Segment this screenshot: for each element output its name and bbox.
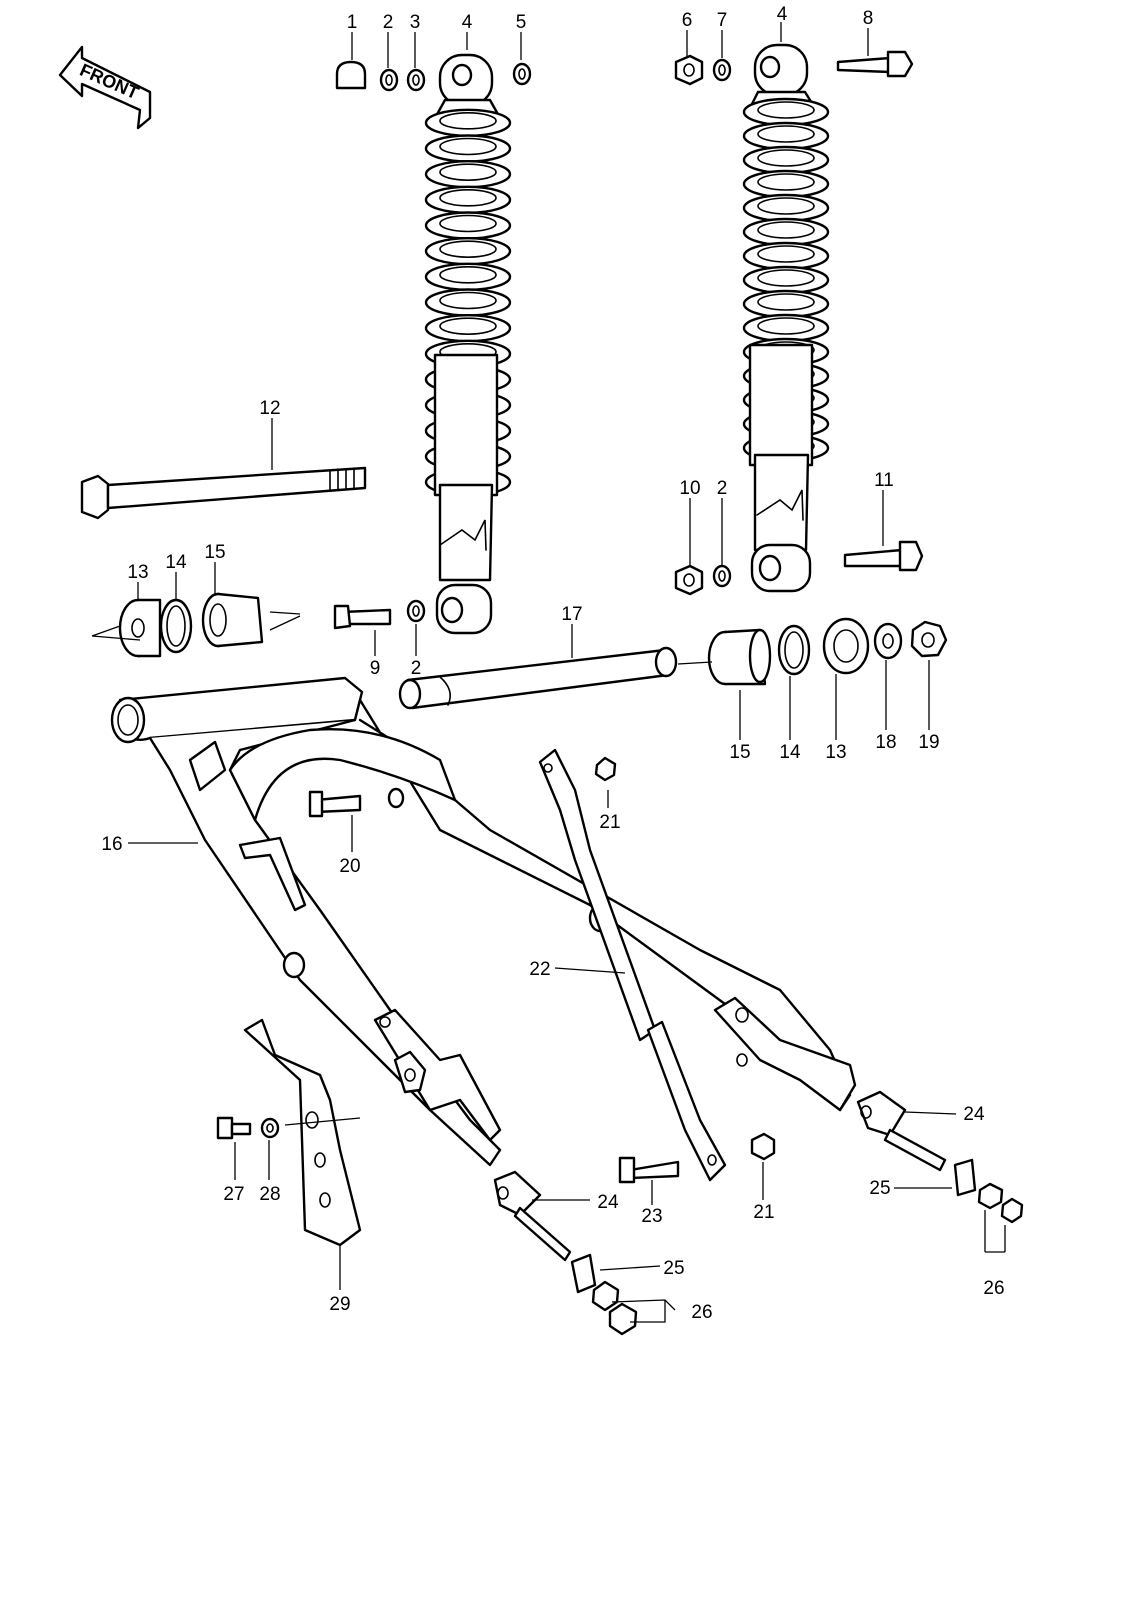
callout-5: 5 (516, 12, 527, 33)
spring-coil-inner (757, 317, 815, 335)
spring-coil-inner (757, 149, 815, 167)
spring-coil-inner (757, 125, 815, 143)
spring-coil (424, 185, 512, 215)
chain-guide (216, 1018, 362, 1247)
callout-26: 26 (983, 1278, 1004, 1299)
callout-9: 9 (370, 658, 381, 679)
spring-coil-inner (439, 137, 497, 156)
left-shock-absorber (424, 53, 512, 635)
spring-coil (742, 241, 830, 271)
callout-3: 3 (410, 12, 421, 33)
callout-21: 21 (599, 812, 620, 833)
callout-8: 8 (863, 8, 874, 29)
callout-28: 28 (259, 1184, 280, 1205)
spring-coil-inner (439, 163, 497, 181)
spring-coil-inner (439, 240, 497, 258)
callout-25: 25 (663, 1258, 684, 1279)
callout-26: 26 (691, 1302, 712, 1323)
right-pivot-bushings (677, 617, 948, 686)
spring-coil (424, 211, 512, 240)
spring-coil (742, 145, 830, 175)
callout-numbers: 1 2 3 4 5 6 7 4 8 12 10 2 11 13 14 15 9 … (101, 4, 1004, 1323)
spring-coil (424, 262, 512, 292)
callout-23: 23 (641, 1206, 662, 1227)
callout-17: 17 (561, 604, 582, 625)
callout-10: 10 (679, 478, 700, 499)
top-mount-hardware (335, 50, 914, 92)
callout-leaders (128, 22, 1006, 1323)
callout-13: 13 (127, 562, 148, 583)
callout-24: 24 (963, 1104, 985, 1125)
callout-14: 14 (165, 552, 187, 573)
callout-13: 13 (825, 742, 846, 763)
lower-mount-hardware (333, 540, 924, 630)
spring-coil-inner (439, 317, 497, 335)
spring-coil-inner (439, 291, 497, 310)
spring-coil (424, 288, 512, 317)
callout-18: 18 (875, 732, 896, 753)
callout-14: 14 (779, 742, 801, 763)
spring-coil (424, 313, 512, 343)
spring-coil (742, 193, 830, 223)
callout-15: 15 (204, 542, 225, 563)
spring-coil (424, 236, 512, 266)
spring-coil (424, 159, 512, 189)
left-pivot-bushings (91, 592, 301, 658)
pivot-bolt (80, 466, 367, 520)
spring-coil-inner (757, 269, 815, 287)
callout-15: 15 (729, 742, 750, 763)
spring-coil (424, 134, 512, 163)
spring-coil-inner (757, 101, 815, 119)
callout-22: 22 (529, 959, 550, 980)
callout-6: 6 (682, 10, 693, 31)
callout-2: 2 (411, 658, 422, 679)
spring-coil (742, 121, 830, 151)
spring-coil-inner (757, 245, 815, 263)
callout-20: 20 (339, 856, 360, 877)
callout-19: 19 (918, 732, 939, 753)
spring-coil-inner (439, 189, 497, 207)
spring-coil-inner (757, 221, 815, 239)
callout-1: 1 (347, 12, 358, 33)
spring-coil-inner (757, 197, 815, 215)
callout-2: 2 (383, 12, 394, 33)
callout-29: 29 (329, 1294, 350, 1315)
spring-coil-inner (439, 214, 497, 233)
callout-4: 4 (777, 4, 788, 25)
pivot-sleeve (398, 646, 678, 710)
spring-coil (742, 169, 830, 199)
spring-coil (742, 217, 830, 247)
spring-coil (742, 289, 830, 319)
callout-21: 21 (753, 1202, 774, 1223)
right-shock-absorber (742, 43, 830, 593)
spring-coil (424, 108, 512, 138)
callout-7: 7 (717, 10, 728, 31)
callout-4: 4 (462, 12, 473, 33)
right-chain-adjuster (750, 1090, 1024, 1224)
spring-coil (742, 313, 830, 343)
callout-27: 27 (223, 1184, 244, 1205)
spring-coil (742, 97, 830, 127)
swing-arm (110, 676, 857, 1167)
callout-24: 24 (597, 1192, 619, 1213)
callout-16: 16 (101, 834, 122, 855)
spring-coil (742, 265, 830, 295)
callout-25: 25 (869, 1178, 890, 1199)
callout-2: 2 (717, 478, 728, 499)
torque-link (308, 748, 727, 1182)
spring-coil-inner (757, 173, 815, 191)
spring-coil-inner (757, 293, 815, 311)
callout-11: 11 (874, 470, 894, 491)
callout-12: 12 (259, 398, 280, 419)
front-arrow-icon: FRONT (58, 45, 152, 130)
spring-coil-inner (439, 112, 497, 130)
left-chain-adjuster (493, 1156, 680, 1336)
spring-coil-inner (439, 266, 497, 284)
